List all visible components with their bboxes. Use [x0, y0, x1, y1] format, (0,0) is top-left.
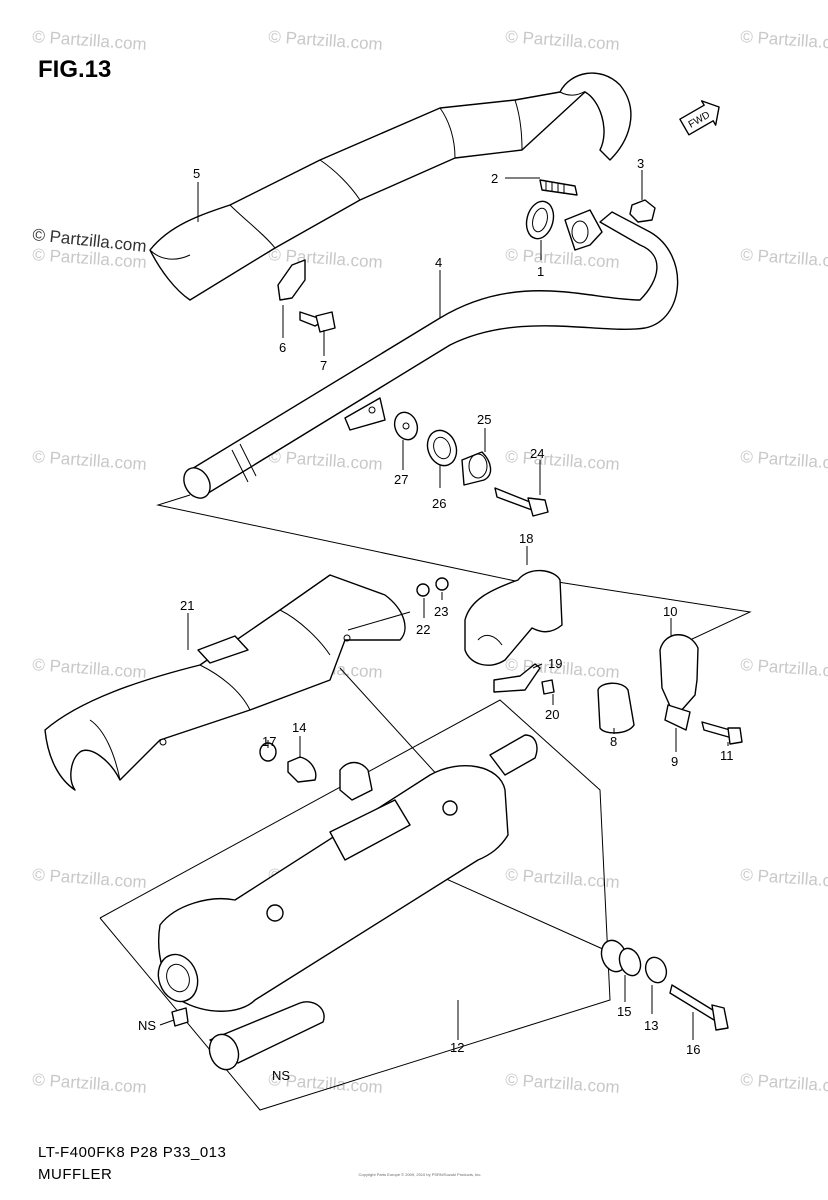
- watermark-1-3: © Partzilla.com: [740, 245, 828, 272]
- callout-25[interactable]: 25: [477, 412, 491, 427]
- callout-22[interactable]: 22: [416, 622, 430, 637]
- muffler-assembly-outline: [99, 699, 611, 1111]
- callout-13[interactable]: 13: [644, 1018, 658, 1033]
- callout-ns-2[interactable]: NS: [272, 1068, 290, 1083]
- watermark-1-1: © Partzilla.com: [268, 245, 384, 272]
- watermark-1-2: © Partzilla.com: [505, 245, 621, 272]
- watermark-5-2: © Partzilla.com: [505, 1070, 621, 1097]
- callout-leaders: [159, 170, 729, 1040]
- callout-16[interactable]: 16: [686, 1042, 700, 1057]
- watermark-0-3: © Partzilla.com: [740, 27, 828, 54]
- exhaust-pipe: [183, 211, 679, 499]
- callout-11[interactable]: 11: [720, 748, 734, 763]
- section-name: MUFFLER: [38, 1166, 113, 1183]
- callout-21[interactable]: 21: [180, 598, 194, 613]
- watermark-4-2: © Partzilla.com: [505, 865, 621, 892]
- callout-26[interactable]: 26: [432, 496, 446, 511]
- callout-2[interactable]: 2: [491, 171, 498, 186]
- callout-ns-1[interactable]: NS: [138, 1018, 156, 1033]
- muffler-body: [157, 734, 538, 1012]
- exhaust-pipe-heat-shield: [149, 72, 632, 301]
- callout-19[interactable]: 19: [548, 656, 562, 671]
- callout-10[interactable]: 10: [663, 604, 677, 619]
- callout-18[interactable]: 18: [519, 531, 533, 546]
- callout-15[interactable]: 15: [617, 1004, 631, 1019]
- model-code: LT-F400FK8 P28 P33_013: [38, 1144, 227, 1161]
- watermark-3-3: © Partzilla.com: [740, 655, 828, 682]
- watermark-5-0: © Partzilla.com: [32, 1070, 148, 1097]
- watermark-3-0: © Partzilla.com: [32, 655, 148, 682]
- figure-title: FIG.13: [38, 56, 112, 83]
- muffler-clamp: [597, 634, 743, 745]
- callout-3[interactable]: 3: [637, 156, 644, 171]
- watermark-0-1: © Partzilla.com: [268, 27, 384, 54]
- callout-4[interactable]: 4: [435, 255, 442, 270]
- muffler-mount-hardware: [600, 939, 729, 1031]
- muffler-damper-bracket: [464, 569, 563, 695]
- exhaust-flange-group: [525, 179, 656, 251]
- callout-8[interactable]: 8: [610, 734, 617, 749]
- shield-washers: [416, 577, 449, 597]
- watermark-4-3: © Partzilla.com: [740, 865, 828, 892]
- callout-9[interactable]: 9: [671, 754, 678, 769]
- watermark-2-0: © Partzilla.com: [32, 447, 148, 474]
- callout-1[interactable]: 1: [537, 264, 544, 279]
- callout-12[interactable]: 12: [450, 1040, 464, 1055]
- bracket-and-bolt: [277, 259, 336, 333]
- callout-7[interactable]: 7: [320, 358, 327, 373]
- watermark-layer: © Partzilla.com © Partzilla.com © Partzill…: [32, 27, 828, 1097]
- callout-6[interactable]: 6: [279, 340, 286, 355]
- watermark-0-2: © Partzilla.com: [505, 27, 621, 54]
- muffler-heat-shield: [44, 574, 411, 791]
- watermark-2-3: © Partzilla.com: [740, 447, 828, 474]
- copyright-note: Copyright Parts Europe © 2009, 2010 by P…: [358, 1172, 482, 1177]
- callout-27[interactable]: 27: [394, 472, 408, 487]
- watermark-4-0: © Partzilla.com: [32, 865, 148, 892]
- watermark-0-0: © Partzilla.com: [32, 27, 148, 54]
- grommet-collar: [259, 742, 317, 783]
- callout-5[interactable]: 5: [193, 166, 200, 181]
- callout-labels: 1 2 3 4 5 6 7 8 9 10 11 12 13 14 15 16 1…: [138, 156, 734, 1083]
- watermark-2-2: © Partzilla.com: [505, 447, 621, 474]
- assembly-guide-lines: [156, 494, 752, 951]
- callout-14[interactable]: 14: [292, 720, 306, 735]
- watermark-5-3: © Partzilla.com: [740, 1070, 828, 1097]
- watermark-2-1: © Partzilla.com: [268, 447, 384, 474]
- callout-17[interactable]: 17: [262, 734, 276, 749]
- pipe-mount-hardware: [393, 411, 549, 517]
- muffler-insert-tube: [171, 1001, 325, 1071]
- callout-24[interactable]: 24: [530, 446, 544, 461]
- callout-23[interactable]: 23: [434, 604, 448, 619]
- forward-direction-tag: FWD: [679, 100, 720, 136]
- callout-20[interactable]: 20: [545, 707, 559, 722]
